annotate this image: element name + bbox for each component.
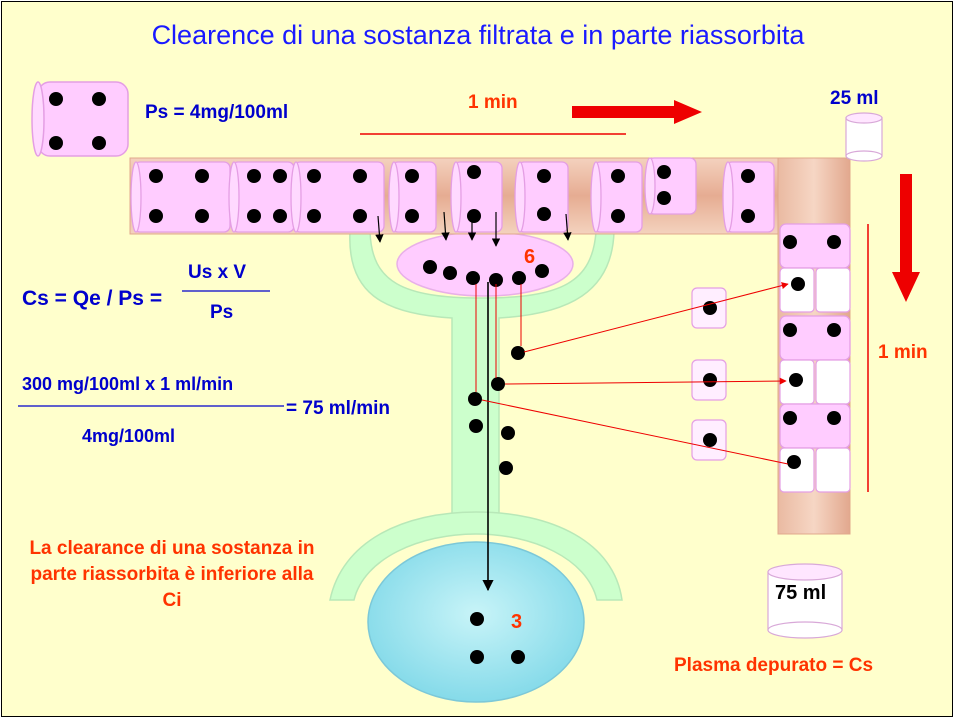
- formula-numerator: Us x V: [188, 262, 247, 283]
- plasma-sample: [31, 81, 129, 157]
- bowl-count: 3: [511, 611, 523, 633]
- reabsorption-lines: [475, 282, 789, 465]
- calculation-denominator: 4mg/100ml: [82, 426, 176, 446]
- plasma-column: [779, 223, 851, 493]
- fraction-bars: [18, 290, 284, 407]
- filtration-arrows: [375, 211, 572, 592]
- filtrate-capsule: [396, 231, 574, 297]
- reabsorbed-cylinders: [691, 287, 727, 461]
- calculation-numerator: 300 mg/100ml x 1 ml/min: [22, 374, 234, 394]
- capsule-count: 6: [524, 246, 536, 268]
- urine-particles: [470, 612, 525, 664]
- time-label-horizontal: 1 min: [468, 92, 518, 113]
- tubule-particles: [468, 346, 525, 475]
- plasma-result-label: Plasma depurato = Cs: [674, 655, 874, 676]
- time-label-vertical: 1 min: [878, 342, 928, 363]
- plasma-concentration-label: Ps = 4mg/100ml: [145, 102, 289, 123]
- clearance-note: La clearance di una sostanza in parte ri…: [29, 538, 315, 611]
- formula-prefix: Cs = Qe / Ps =: [22, 287, 163, 310]
- volume-cylinder-bottom: [767, 563, 843, 639]
- volume-label-top: 25 ml: [830, 88, 879, 109]
- volume-cylinder-top: [845, 112, 883, 162]
- slide-title: Clearence di una sostanza filtrata e in …: [151, 20, 805, 50]
- calculation-result: = 75 ml/min: [286, 398, 391, 419]
- formula-denominator: Ps: [210, 302, 234, 323]
- flow-arrows: [360, 100, 920, 492]
- plasma-row: [130, 157, 775, 233]
- nephron-tubule: [329, 231, 623, 601]
- volume-label-bottom: 75 ml: [775, 582, 827, 604]
- filtered-particles: [423, 260, 549, 287]
